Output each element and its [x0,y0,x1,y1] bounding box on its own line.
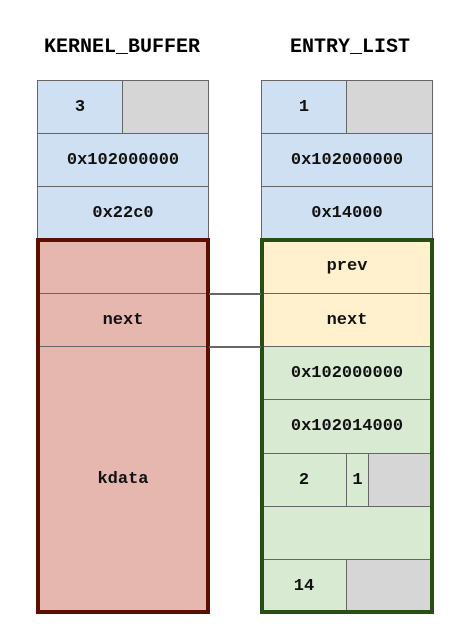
kernel-buffer-next-cell: next [37,293,209,347]
kernel-buffer-size-cell: 0x22c0 [37,186,209,240]
entry-list-addr-1-cell: 0x102000000 [261,346,433,400]
entry-list-bottom-padding-cell [346,559,433,613]
entry-list-padding-cell [346,80,433,134]
entry-list-count-cell: 1 [261,80,347,134]
entry-list-size-cell: 0x14000 [261,186,433,240]
entry-list-address-cell: 0x102000000 [261,133,433,187]
entry-list-list-node-outline [260,238,434,614]
next-link-connector [209,346,261,348]
kernel-buffer-count-cell: 3 [37,80,123,134]
kernel-buffer-struct: 3 0x102000000 0x22c0 next kdata [36,80,210,614]
prev-link-connector [209,293,261,295]
kernel-buffer-padding-cell [122,80,209,134]
kernel-buffer-list-node-outline [36,238,210,614]
entry-list-val-bottom-cell: 14 [261,559,347,613]
kernel-buffer-title: KERNEL_BUFFER [43,36,201,59]
entry-list-title: ENTRY_LIST [289,36,411,59]
kernel-buffer-address-cell: 0x102000000 [37,133,209,187]
entry-list-struct: 1 0x102000000 0x14000 prev next 0x102000… [260,80,434,614]
